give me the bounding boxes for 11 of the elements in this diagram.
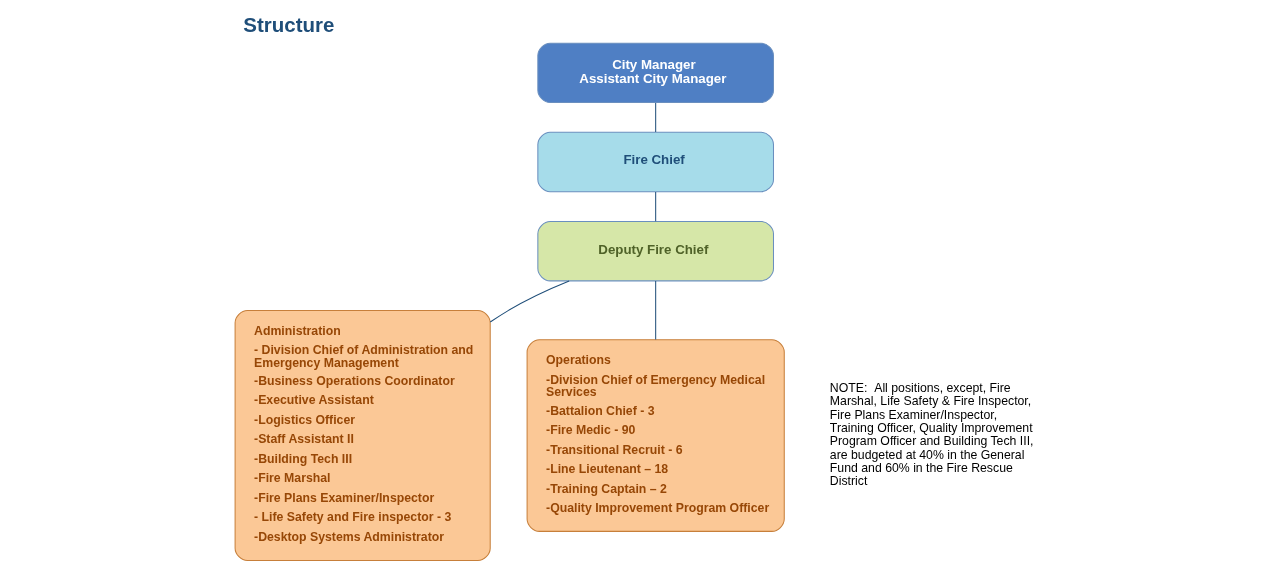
node-box: Deputy Fire Chief bbox=[536, 220, 774, 282]
connector bbox=[654, 102, 656, 133]
label: NOTE: All positions, except, Fire Marshal, Life Safety & Fire Inspector, Fire Plans Examiner/Inspector, Training Officer, Quality Improvement Program Officer and Building Tech III, are budgeted at 40% in the General Fund and 60% in the Fire Rescue District bbox=[829, 381, 1033, 489]
connector bbox=[654, 191, 656, 222]
node-box: Operations -Division Chief of Emergency Medical Services -Battalion Chief - 3 -Fire Medic - 90 -Transitional Recruit - 6 -Line Lieutenant – 18 -Training Captain – 2 -Quality Improvement Program Officer bbox=[526, 339, 785, 532]
connector bbox=[489, 280, 570, 323]
connector bbox=[654, 280, 656, 340]
node-box: City Manager Assistant City Manager bbox=[536, 42, 774, 104]
node-box: Fire Chief bbox=[536, 131, 774, 193]
diagram-title: Structure bbox=[242, 12, 334, 36]
node-box: Administration - Division Chief of Administration and Emergency Management -Business Operations Coordinator -Executive Assistant -Logistics Officer -Staff Assistant II -Building Tech III -Fire Marshal -Fire Plans Examiner/Inspector - Life Safety and Fire inspector - 3 -Desktop Systems Administrator bbox=[234, 310, 491, 562]
